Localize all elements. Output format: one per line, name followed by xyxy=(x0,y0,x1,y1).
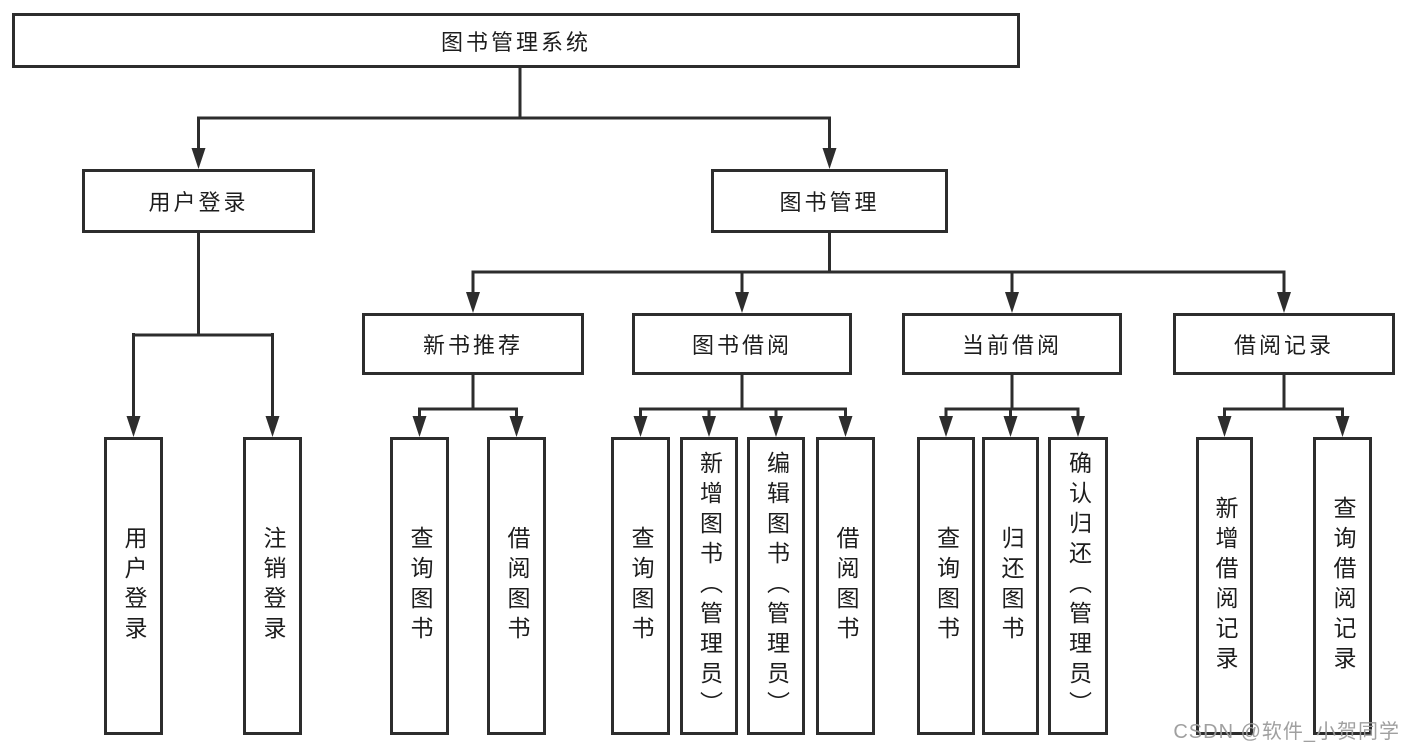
leaf-label: 查询图书 xyxy=(933,526,960,646)
node-book-management: 图书管理 xyxy=(711,169,948,233)
leaf-label: 借阅图书 xyxy=(504,526,530,646)
leaf-label: 注销登录 xyxy=(260,526,286,646)
leaf-label: 查询图书 xyxy=(407,526,433,646)
leaf-query-borrow-record: 查询借阅记录 xyxy=(1313,437,1372,735)
leaf-query-books-current: 查询图书 xyxy=(917,437,975,735)
leaf-borrow-books-recommend: 借阅图书 xyxy=(487,437,546,735)
node-book-borrow: 图书借阅 xyxy=(632,313,852,375)
leaf-logout: 注销登录 xyxy=(243,437,302,735)
watermark-text: CSDN @软件_小贺同学 xyxy=(1173,721,1400,743)
leaf-label: 编辑图书（管理员） xyxy=(763,451,790,721)
node-new-book-recommend: 新书推荐 xyxy=(362,313,584,375)
leaf-add-books-admin: 新增图书（管理员） xyxy=(680,437,738,735)
leaf-query-books-borrow: 查询图书 xyxy=(611,437,670,735)
leaf-edit-books-admin: 编辑图书（管理员） xyxy=(747,437,805,735)
leaf-label: 用户登录 xyxy=(121,526,147,646)
leaf-user-login: 用户登录 xyxy=(104,437,163,735)
arrowheads xyxy=(126,148,1350,437)
node-current-borrow: 当前借阅 xyxy=(902,313,1122,375)
leaf-label: 查询借阅记录 xyxy=(1330,496,1356,676)
leaf-borrow-books-borrow: 借阅图书 xyxy=(816,437,875,735)
leaf-label: 借阅图书 xyxy=(833,526,859,646)
leaf-label: 确认归还（管理员） xyxy=(1065,451,1092,721)
node-user-login: 用户登录 xyxy=(82,169,315,233)
leaf-query-books-recommend: 查询图书 xyxy=(390,437,449,735)
node-borrow-records: 借阅记录 xyxy=(1173,313,1395,375)
leaf-label: 归还图书 xyxy=(998,526,1024,646)
node-library-system: 图书管理系统 xyxy=(12,13,1020,68)
leaf-label: 新增图书（管理员） xyxy=(696,451,723,721)
leaf-label: 新增借阅记录 xyxy=(1212,496,1238,676)
leaf-return-books: 归还图书 xyxy=(982,437,1039,735)
leaf-label: 查询图书 xyxy=(628,526,654,646)
leaf-add-borrow-record: 新增借阅记录 xyxy=(1196,437,1253,735)
leaf-confirm-return-admin: 确认归还（管理员） xyxy=(1048,437,1108,735)
